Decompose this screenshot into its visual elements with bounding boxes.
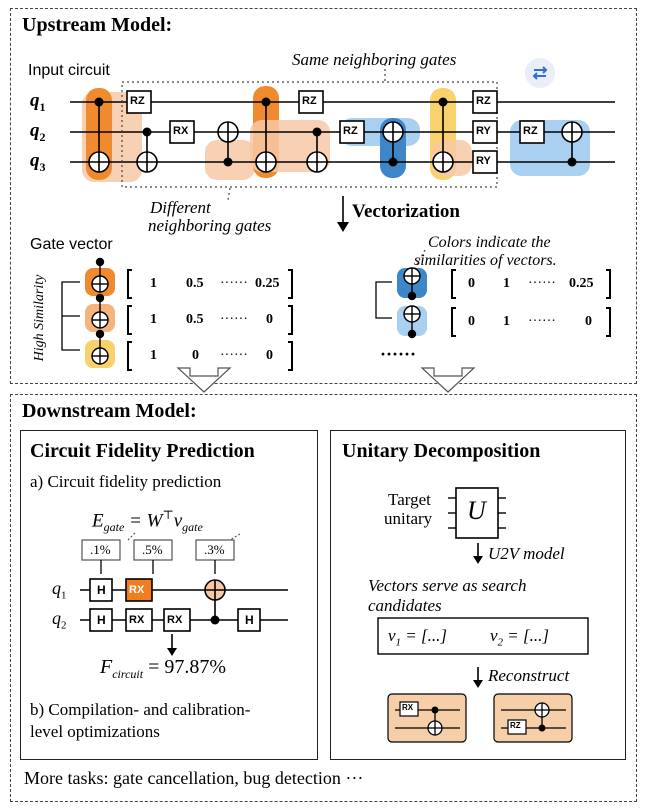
qubit-label-3: q3 — [30, 150, 46, 174]
fidelity-item-b-1: b) Compilation- and calibration- — [30, 700, 251, 719]
more-vectors-dots: ······ — [380, 344, 417, 364]
fid-gate-rx-1: RX — [129, 584, 145, 596]
gate-ry-1: RY — [476, 125, 491, 137]
gate-rz-1: RZ — [130, 95, 145, 107]
error-rate-3: .3% — [204, 542, 225, 557]
vector-left-3-v1: 1 — [150, 348, 157, 363]
vector-left-1-v4: 0.25 — [255, 276, 280, 291]
gate-ry-2: RY — [476, 155, 491, 167]
upstream-panel — [10, 8, 637, 384]
vector-left-3-v4: 0 — [266, 348, 273, 363]
vector-right-1-v2: 1 — [503, 276, 510, 291]
vector-left-2-v2: 0.5 — [186, 312, 204, 327]
u2v-label: U2V model — [488, 544, 565, 563]
vector-right-1-v3: ······ — [528, 276, 556, 291]
qubit-label-1: q1 — [30, 90, 46, 114]
fidelity-title: Circuit Fidelity Prediction — [30, 440, 255, 462]
vector-left-2-v4: 0 — [266, 312, 273, 327]
fidelity-equation: Egate = W⊤vgate — [92, 508, 203, 535]
gate-rz-5: RZ — [523, 125, 538, 137]
input-circuit-label: Input circuit — [28, 62, 110, 79]
more-tasks: More tasks: gate cancellation, bug detec… — [24, 768, 364, 788]
vector-left-2-v1: 1 — [150, 312, 157, 327]
qubit-label-2: q2 — [30, 120, 46, 144]
vector-left-1-v2: 0.5 — [186, 276, 204, 291]
vectorization-label: Vectorization — [352, 201, 460, 222]
reconstruct-label: Reconstruct — [488, 666, 570, 685]
candidate-v2: v2 = [...] — [490, 626, 549, 649]
vector-left-1-v1: 1 — [150, 276, 157, 291]
error-rate-2: .5% — [142, 542, 163, 557]
gate-rz-2: RZ — [302, 95, 317, 107]
fid-gate-h-3: H — [245, 613, 254, 627]
gate-rz-3: RZ — [343, 125, 358, 137]
recon-gate-rz: RZ — [510, 721, 521, 730]
vector-left-3-v3: ······ — [220, 348, 248, 363]
target-unitary-1: Target — [388, 490, 431, 509]
gate-rx-1: RX — [173, 125, 189, 137]
upstream-title: Upstream Model: — [22, 14, 173, 36]
vector-left-1-v3: ······ — [220, 276, 248, 291]
different-neighboring-label-1: Different — [150, 198, 211, 217]
colors-note-1: Colors indicate the — [428, 234, 551, 251]
vector-right-1-v1: 0 — [468, 276, 475, 291]
vector-right-2-v4: 0 — [585, 314, 592, 329]
unitary-u-label: U — [467, 496, 486, 525]
fid-qubit-1: q1 — [52, 578, 67, 602]
vector-left-2-v3: ······ — [220, 312, 248, 327]
fidelity-item-a: a) Circuit fidelity prediction — [30, 472, 222, 491]
candidates-label-2: candidates — [368, 596, 442, 615]
error-rate-1: .1% — [90, 542, 111, 557]
target-unitary-2: unitary — [384, 509, 433, 528]
vector-right-2-v1: 0 — [468, 314, 475, 329]
fid-gate-h-2: H — [97, 613, 106, 627]
downstream-panel — [10, 394, 637, 802]
vector-right-2-v3: ······ — [528, 314, 556, 329]
gate-vector-label: Gate vector — [30, 236, 113, 253]
fid-gate-rx-3: RX — [167, 614, 183, 626]
fidelity-result: Fcircuit = 97.87% — [100, 656, 227, 681]
downstream-title: Downstream Model: — [22, 400, 197, 422]
different-neighboring-label-2: neighboring gates — [148, 216, 272, 235]
fid-gate-h-1: H — [97, 583, 106, 597]
fid-gate-rx-2: RX — [129, 614, 145, 626]
same-neighboring-label: Same neighboring gates — [292, 50, 457, 69]
vector-right-2-v2: 1 — [503, 314, 510, 329]
candidate-v1: v1 = [...] — [388, 626, 447, 649]
vector-right-1-v4: 0.25 — [569, 276, 594, 291]
gate-rz-4: RZ — [476, 95, 491, 107]
candidates-label-1: Vectors serve as search — [368, 576, 527, 595]
unitary-box — [330, 430, 626, 760]
vector-left-3-v2: 0 — [192, 348, 199, 363]
fid-qubit-2: q2 — [52, 608, 67, 632]
unitary-title: Unitary Decomposition — [342, 440, 541, 462]
fidelity-item-b-2: level optimizations — [30, 722, 160, 741]
recon-gate-rx: RX — [402, 703, 414, 712]
swap-icon[interactable] — [525, 58, 555, 88]
fidelity-box — [20, 430, 318, 760]
colors-note-2: similarities of vectors. — [414, 252, 557, 269]
